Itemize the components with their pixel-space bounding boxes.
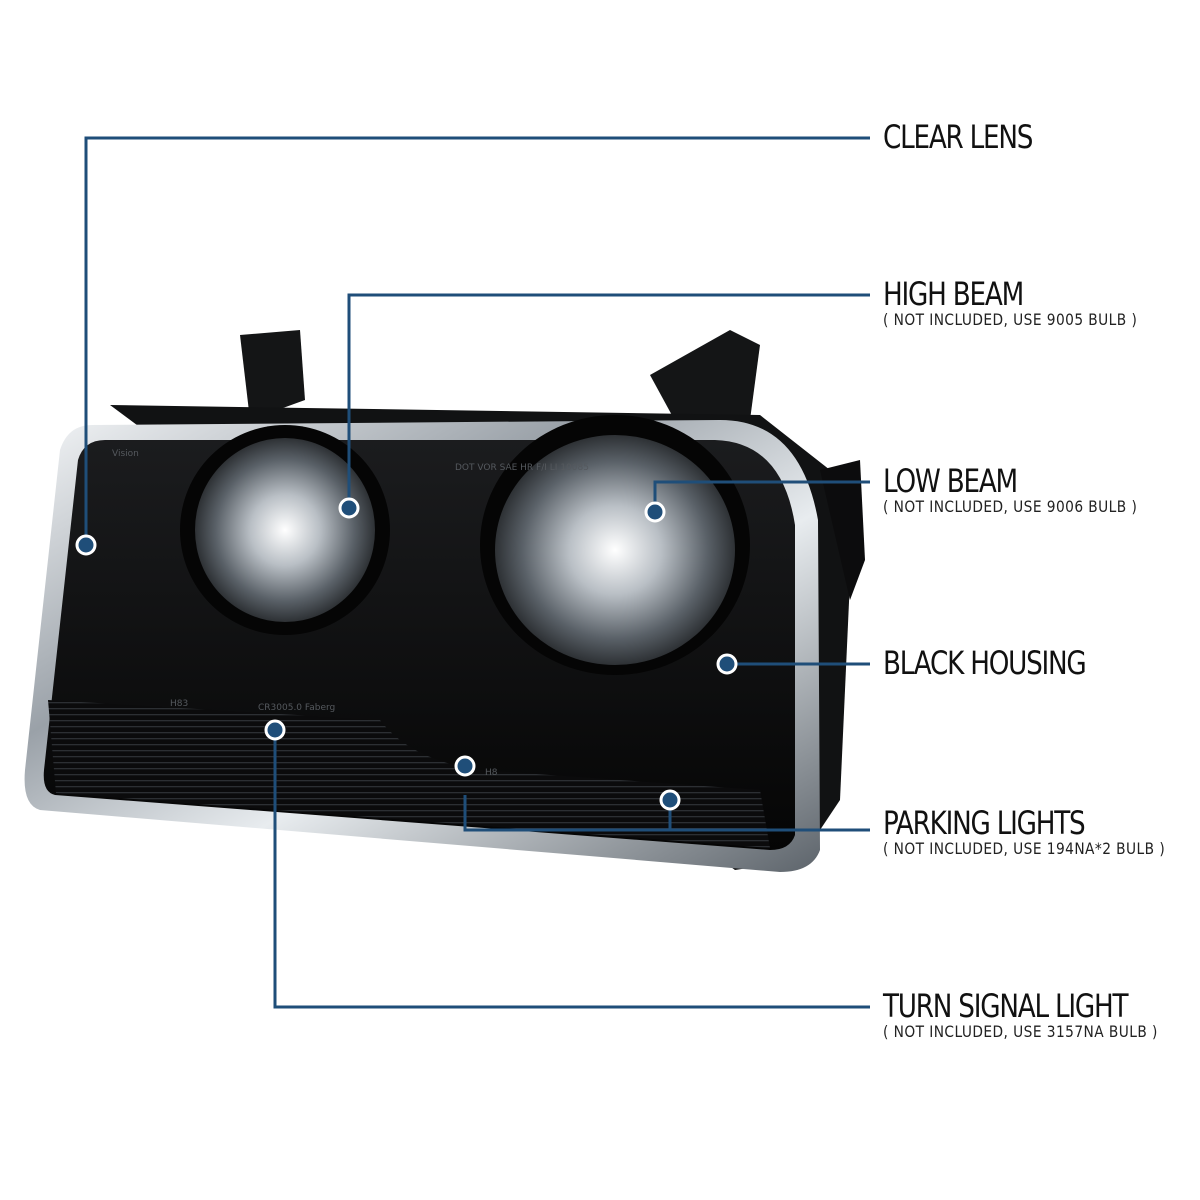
high-beam-note: ( NOT INCLUDED, USE 9005 BULB ) [883,310,1138,329]
parking-turn-ribbed-section [48,700,770,848]
black-housing-title: BLACK HOUSING [883,644,1087,682]
callout-line-clear-lens [84,136,870,545]
callout-black-housing: BLACK HOUSING [883,646,1130,680]
callout-parking-lights: PARKING LIGHTS ( NOT INCLUDED, USE 194NA… [883,806,1200,858]
marking-top-right: DOT VOR SAE HR F/I LI 10085 [455,463,589,473]
marker-low-beam [644,501,666,523]
marking-top-left: Vision [112,449,139,459]
turn-signal-note: ( NOT INCLUDED, USE 3157NA BULB ) [883,1022,1158,1041]
callout-clear-lens: CLEAR LENS [883,120,1065,154]
marker-clear-lens [75,534,97,556]
callout-line-turn-signal [273,730,870,1009]
marker-parking-left [454,755,476,777]
callout-low-beam: LOW BEAM ( NOT INCLUDED, USE 9006 BULB ) [883,464,1179,516]
low-beam-note: ( NOT INCLUDED, USE 9006 BULB ) [883,497,1138,516]
callout-turn-signal: TURN SIGNAL LIGHT ( NOT INCLUDED, USE 31… [883,989,1200,1041]
low-beam-title: LOW BEAM [883,462,1018,500]
marker-parking-right [659,789,681,811]
callout-line-high-beam [347,293,870,508]
clear-lens-title: CLEAR LENS [883,118,1033,156]
marking-bottom-right: H8 [485,768,498,778]
marking-bottom-center: CR3005.0 Faberg [258,703,335,713]
marker-high-beam [338,497,360,519]
high-beam-title: HIGH BEAM [883,275,1024,313]
callout-line-parking-lights [463,795,870,832]
marker-turn-signal [264,719,286,741]
marking-bottom-left: H83 [170,699,188,709]
callout-lines [84,136,870,1009]
callout-markers [75,497,738,811]
parking-lights-title: PARKING LIGHTS [883,804,1086,842]
high-beam-reflector [180,425,390,635]
parking-lights-note: ( NOT INCLUDED, USE 194NA*2 BULB ) [883,839,1166,858]
low-beam-reflector [480,415,750,675]
callout-high-beam: HIGH BEAM ( NOT INCLUDED, USE 9005 BULB … [883,277,1179,329]
turn-signal-title: TURN SIGNAL LIGHT [883,987,1128,1025]
marker-black-housing [716,653,738,675]
